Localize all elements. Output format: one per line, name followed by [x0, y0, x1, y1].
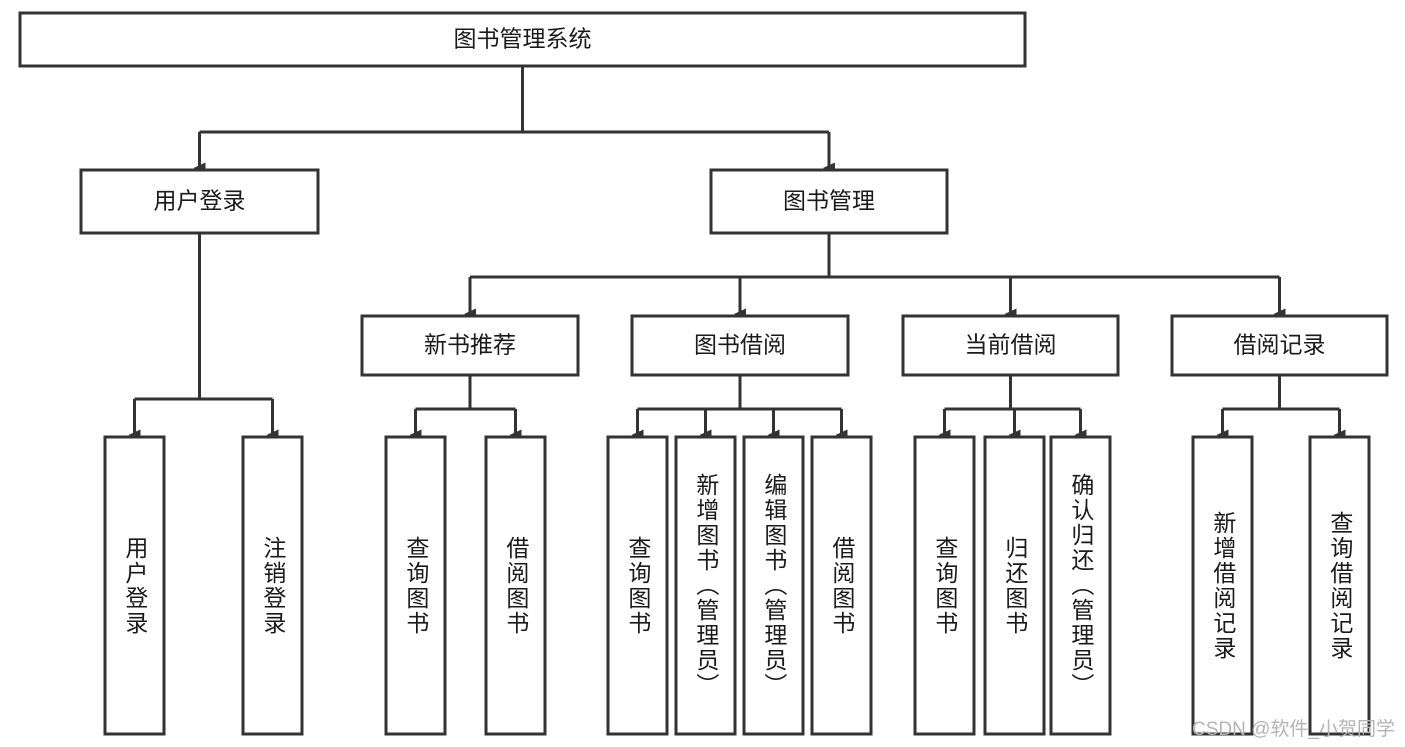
leaf-box-7[interactable] [810, 435, 873, 736]
leaf-box-0[interactable] [103, 435, 166, 736]
leaf-box-9[interactable] [983, 435, 1046, 736]
leaf-box-11[interactable] [1191, 435, 1254, 736]
level2-label-1: 图书借阅 [694, 332, 786, 358]
leaf-box-5[interactable] [674, 435, 737, 736]
watermark-text: CSDN @软件_小贺同学 [1192, 719, 1395, 740]
level1-label-1: 图书管理 [783, 188, 875, 214]
root-box-0[interactable] [18, 11, 1027, 68]
level2-box-1[interactable] [630, 314, 850, 377]
level1-box-1[interactable] [709, 168, 949, 235]
leaf-box-6[interactable] [742, 435, 805, 736]
level2-box-2[interactable] [901, 314, 1120, 377]
level1-label-0: 用户登录 [154, 188, 246, 214]
leaf-box-4[interactable] [606, 435, 669, 736]
leaf-box-3[interactable] [484, 435, 547, 736]
leaf-box-12[interactable] [1308, 435, 1371, 736]
leaf-box-8[interactable] [913, 435, 976, 736]
leaf-box-1[interactable] [241, 435, 304, 736]
level2-box-3[interactable] [1170, 314, 1389, 377]
connector-lines [128, 66, 1346, 441]
level2-label-0: 新书推荐 [424, 332, 516, 358]
level2-label-3: 借阅记录 [1234, 332, 1326, 358]
leaf-box-10[interactable] [1049, 435, 1112, 736]
root-label-0: 图书管理系统 [454, 26, 592, 52]
level2-label-2: 当前借阅 [965, 332, 1057, 358]
node-boxes [18, 11, 1389, 736]
leaf-box-2[interactable] [384, 435, 447, 736]
level1-box-0[interactable] [79, 168, 320, 235]
level2-box-0[interactable] [360, 314, 580, 377]
